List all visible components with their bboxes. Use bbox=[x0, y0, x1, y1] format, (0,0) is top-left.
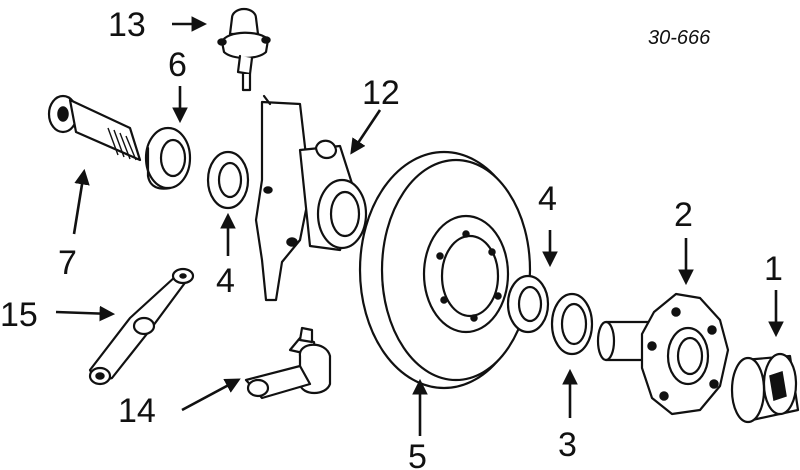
steering-knuckle bbox=[254, 94, 368, 302]
label-4-right: 4 bbox=[538, 180, 557, 218]
bearing-large bbox=[144, 126, 192, 190]
spindle-shaft bbox=[47, 94, 142, 162]
hub-cap bbox=[730, 352, 800, 424]
label-15: 15 bbox=[0, 296, 38, 334]
label-12: 12 bbox=[362, 74, 400, 112]
catalog-code: 30-666 bbox=[648, 27, 711, 49]
bearing-small-left bbox=[206, 150, 250, 210]
label-6: 6 bbox=[168, 46, 187, 84]
label-13: 13 bbox=[108, 6, 146, 44]
label-2: 2 bbox=[674, 196, 693, 234]
wheel-hub bbox=[596, 292, 730, 416]
brake-disc bbox=[358, 150, 532, 390]
pointer-arrows bbox=[55, 16, 784, 436]
label-14: 14 bbox=[118, 392, 156, 430]
label-7: 7 bbox=[58, 244, 77, 282]
label-1: 1 bbox=[764, 250, 783, 288]
tie-rod-arm bbox=[88, 267, 195, 386]
bearing-small-right bbox=[506, 274, 550, 334]
ball-joint-upper bbox=[217, 7, 271, 92]
label-3: 3 bbox=[558, 426, 577, 464]
label-4-left: 4 bbox=[216, 262, 235, 300]
label-5: 5 bbox=[408, 438, 427, 470]
ball-joint-lower bbox=[244, 326, 332, 400]
oil-seal bbox=[550, 292, 594, 356]
